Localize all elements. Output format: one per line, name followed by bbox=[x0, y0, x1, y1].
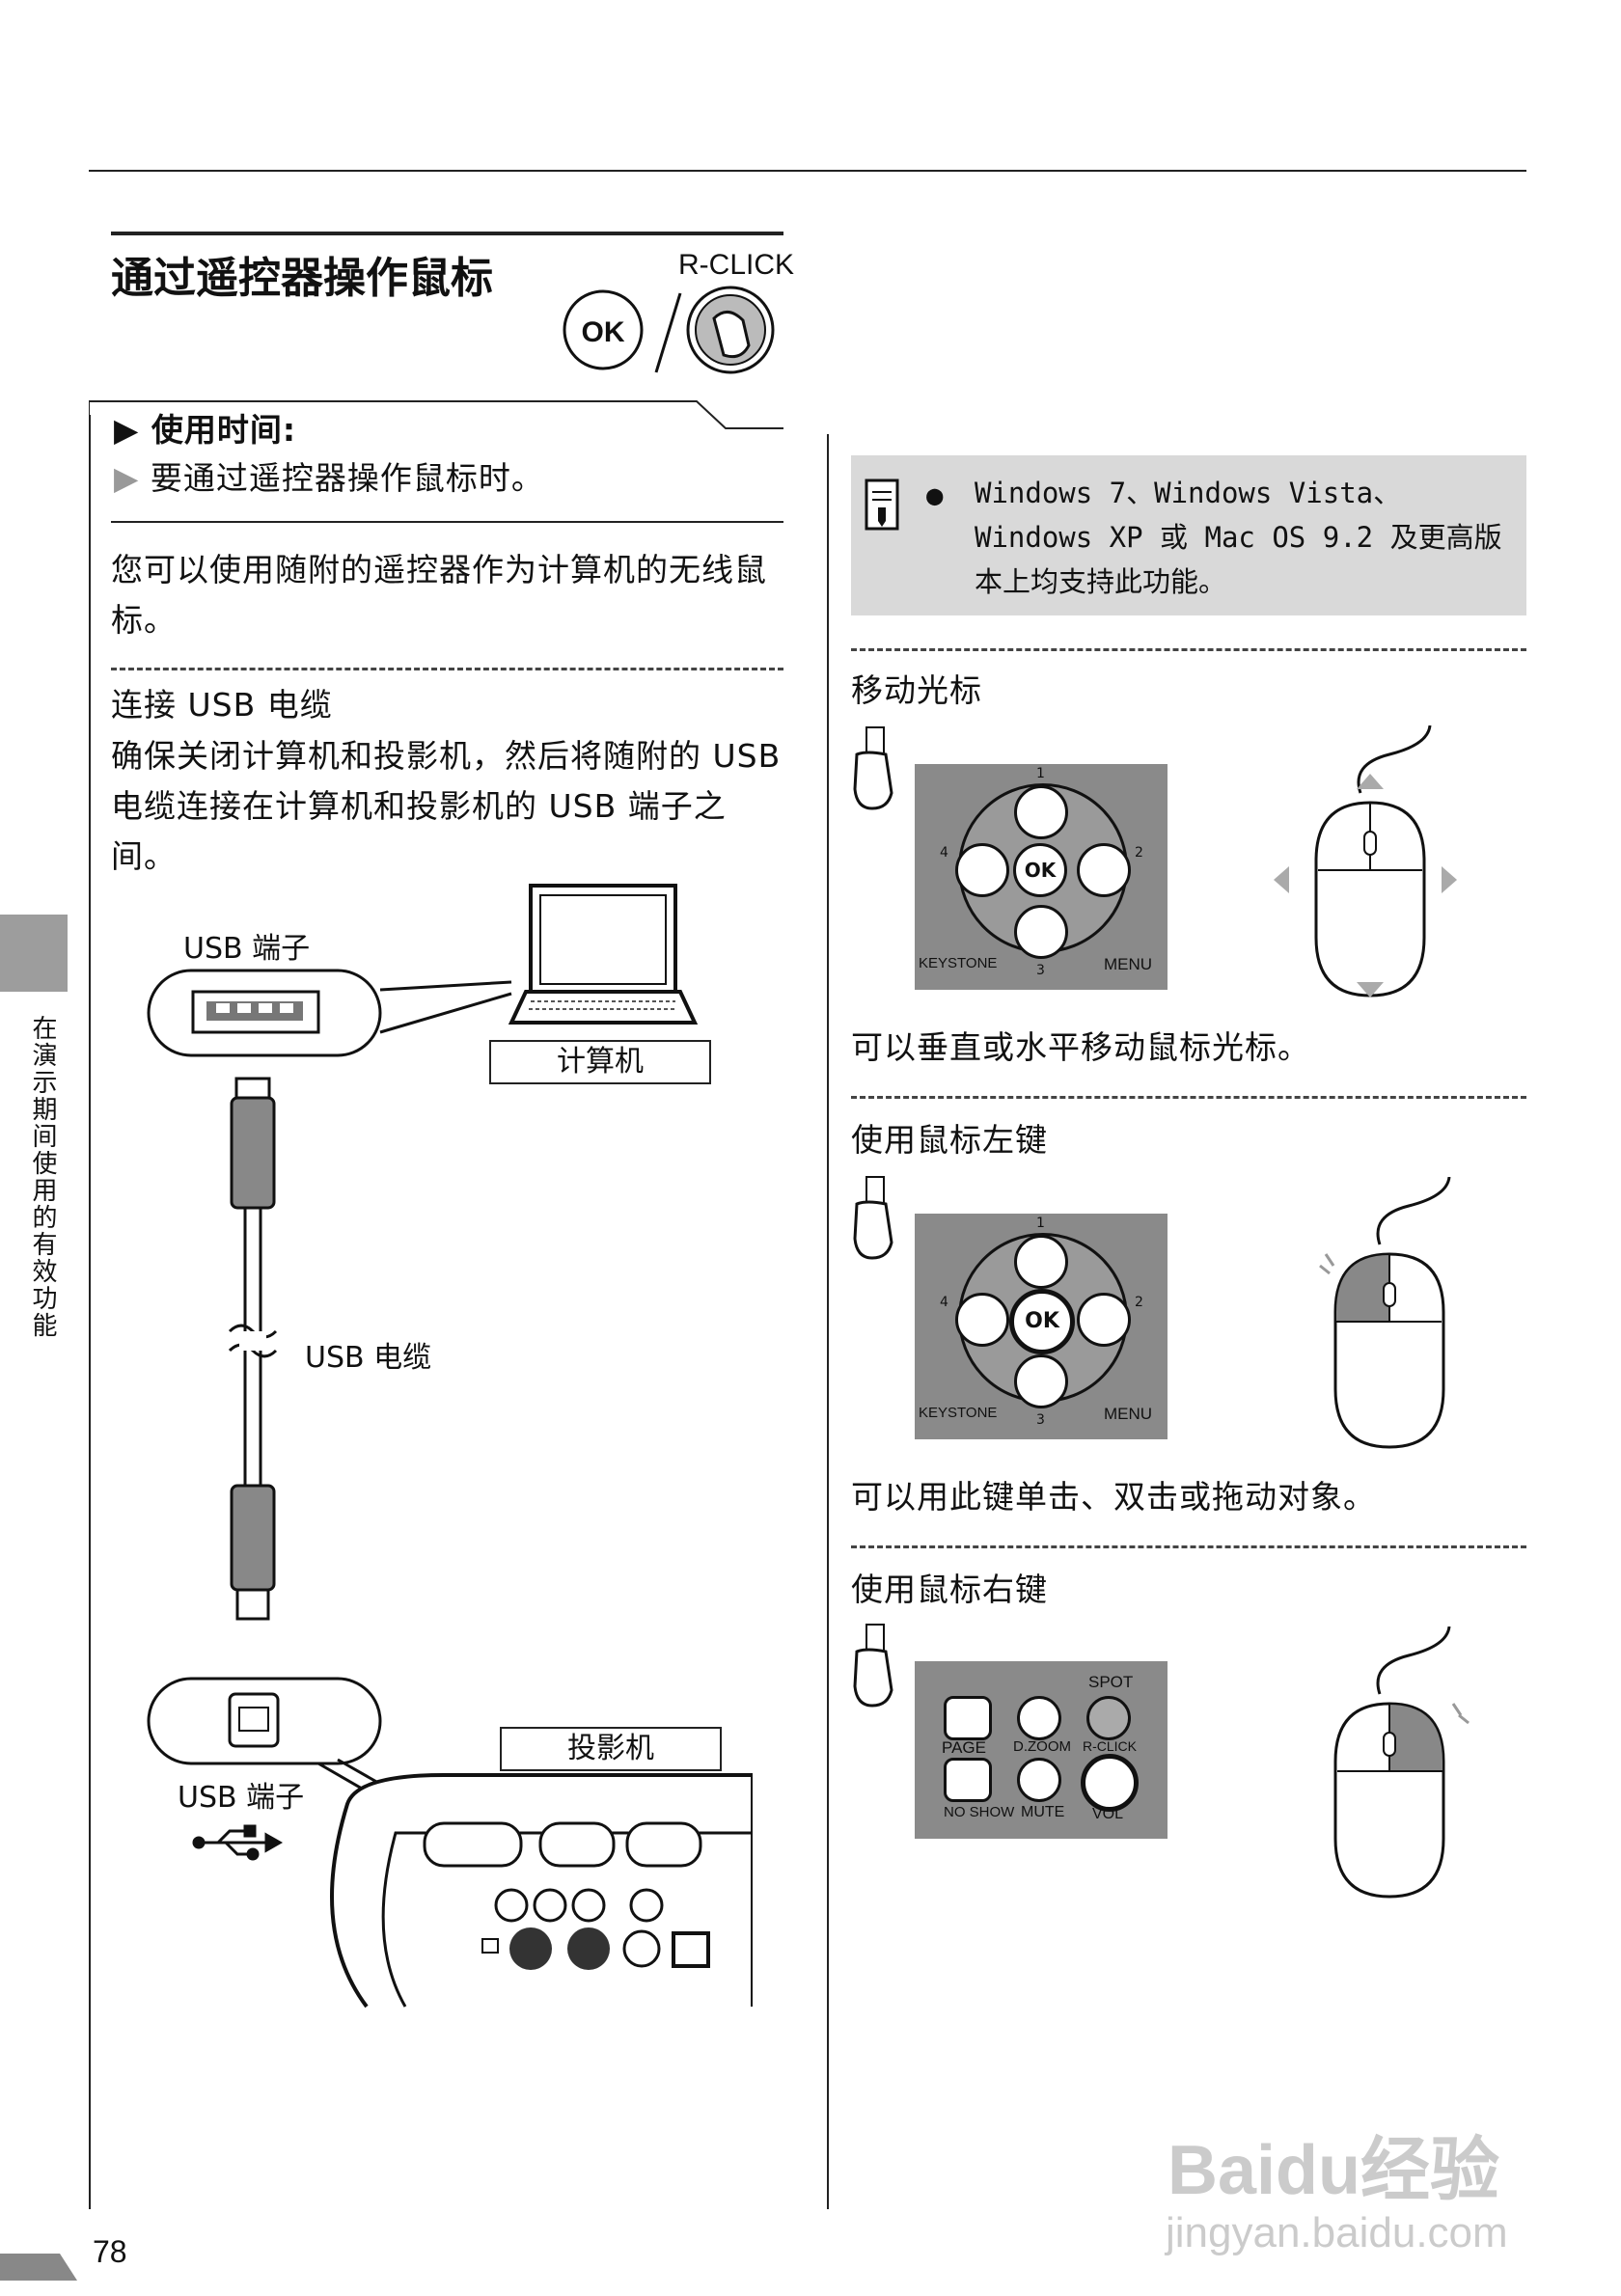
note-box bbox=[851, 455, 1526, 615]
ok-button[interactable]: OK bbox=[1009, 1289, 1075, 1354]
mouse-right-click-icon bbox=[1333, 1626, 1470, 1899]
hand-remote-icon bbox=[853, 726, 893, 810]
triangle-icon: ▶ bbox=[114, 459, 151, 497]
down-arrow-button[interactable] bbox=[1014, 1354, 1068, 1408]
usb-port-label-top: USB 端子 bbox=[183, 932, 311, 966]
connect-heading: 连接 USB 电缆 bbox=[111, 686, 333, 724]
note-bullet: ● bbox=[926, 478, 944, 511]
keystone-label: KEYSTONE bbox=[919, 955, 998, 971]
ok-rclick-icon: OK bbox=[563, 286, 775, 374]
svg-text:OK: OK bbox=[582, 316, 625, 348]
mouse-left-click-icon bbox=[1319, 1177, 1451, 1449]
remote-dpad-ok: OK KEYSTONE MENU 1 4 2 3 bbox=[915, 1214, 1168, 1439]
page-number: 78 bbox=[93, 2234, 127, 2269]
divider bbox=[851, 1096, 1526, 1099]
divider bbox=[851, 648, 1526, 651]
left-column-rule bbox=[89, 415, 91, 2209]
zoom-in-button[interactable] bbox=[1017, 1696, 1061, 1740]
mute-label: MUTE bbox=[1021, 1804, 1065, 1820]
zoom-out-button[interactable] bbox=[1017, 1758, 1061, 1802]
divider bbox=[111, 668, 783, 670]
usb-port-label-bottom: USB 端子 bbox=[178, 1781, 305, 1815]
up-arrow-button[interactable] bbox=[1014, 1235, 1068, 1289]
move-cursor-caption: 可以垂直或水平移动鼠标光标。 bbox=[851, 1028, 1310, 1066]
down-arrow-button[interactable] bbox=[1014, 905, 1068, 959]
note-icon bbox=[865, 478, 899, 531]
dzoom-label: D.ZOOM bbox=[1013, 1738, 1071, 1755]
hand-remote-icon bbox=[853, 1176, 893, 1260]
right-click-heading: 使用鼠标右键 bbox=[851, 1571, 1048, 1608]
move-cursor-heading: 移动光标 bbox=[851, 671, 982, 709]
num-1-label: 1 bbox=[1036, 1216, 1045, 1231]
num-4-label: 4 bbox=[940, 1295, 948, 1310]
side-tab-text: 在演示期间使用的有效功能 bbox=[28, 1015, 57, 1339]
when-item: ▶ 要通过遥控器操作鼠标时。 bbox=[114, 459, 544, 497]
page-label: PAGE bbox=[942, 1738, 986, 1757]
up-arrow-button[interactable] bbox=[1014, 785, 1068, 839]
rclick-button[interactable] bbox=[1081, 1754, 1139, 1812]
num-2-label: 2 bbox=[1135, 1295, 1143, 1310]
side-tab bbox=[0, 915, 68, 992]
noshow-label: NO SHOW bbox=[944, 1804, 1015, 1820]
watermark-url: jingyan.baidu.com bbox=[1166, 2209, 1508, 2256]
when-rule bbox=[111, 521, 783, 523]
divider bbox=[851, 1545, 1526, 1548]
computer-label: 计算机 bbox=[489, 1040, 711, 1084]
left-arrow-button[interactable] bbox=[955, 843, 1009, 897]
column-divider bbox=[827, 434, 829, 2209]
note-text: Windows 7、Windows Vista、Windows XP 或 Mac… bbox=[975, 477, 1502, 598]
left-click-heading: 使用鼠标左键 bbox=[851, 1121, 1048, 1159]
page-number-tab bbox=[0, 2254, 77, 2281]
num-3-label: 3 bbox=[1036, 1412, 1045, 1428]
connect-text: 确保关闭计算机和投影机，然后将随附的 USB 电缆连接在计算机和投影机的 USB… bbox=[111, 737, 782, 875]
page-down-button[interactable] bbox=[944, 1758, 992, 1802]
left-click-caption: 可以用此键单击、双击或拖动对象。 bbox=[851, 1478, 1376, 1516]
spot-label: SPOT bbox=[1088, 1673, 1134, 1691]
hand-remote-icon bbox=[853, 1624, 893, 1708]
when-frame bbox=[89, 400, 783, 432]
ok-button[interactable]: OK bbox=[1013, 843, 1067, 897]
spot-button[interactable] bbox=[1086, 1696, 1131, 1740]
remote-rclick-panel: SPOT PAGE D.ZOOM R-CLICK NO SHOW MUTE VO… bbox=[915, 1661, 1168, 1839]
mouse-move-icon bbox=[1274, 725, 1457, 998]
num-4-label: 4 bbox=[940, 845, 948, 861]
page-up-button[interactable] bbox=[944, 1696, 992, 1740]
intro-text: 您可以使用随附的遥控器作为计算机的无线鼠标。 bbox=[111, 551, 767, 639]
remote-dpad: OK KEYSTONE MENU 1 4 2 3 bbox=[915, 764, 1168, 990]
when-heading: ▶ 使用时间: bbox=[114, 411, 297, 449]
watermark-brand: Baidu经验 bbox=[1168, 2132, 1500, 2209]
menu-label: MENU bbox=[1104, 955, 1153, 973]
num-3-label: 3 bbox=[1036, 963, 1045, 978]
left-arrow-button[interactable] bbox=[955, 1293, 1009, 1347]
num-1-label: 1 bbox=[1036, 766, 1045, 781]
connection-diagram bbox=[147, 884, 753, 2009]
menu-label: MENU bbox=[1104, 1405, 1153, 1423]
rclick-label: R-CLICK bbox=[678, 249, 795, 281]
section-title: 通过遥控器操作鼠标 bbox=[111, 254, 493, 303]
num-2-label: 2 bbox=[1135, 845, 1143, 861]
projector-label: 投影机 bbox=[500, 1727, 722, 1771]
right-arrow-button[interactable] bbox=[1077, 1293, 1131, 1347]
rclick-small-label: R-CLICK bbox=[1083, 1738, 1138, 1754]
keystone-label: KEYSTONE bbox=[919, 1405, 998, 1421]
top-rule bbox=[89, 170, 1526, 172]
section-rule bbox=[111, 232, 783, 235]
usb-cable-label: USB 电缆 bbox=[305, 1341, 432, 1375]
right-arrow-button[interactable] bbox=[1077, 843, 1131, 897]
vol-label: VOL bbox=[1092, 1806, 1124, 1822]
